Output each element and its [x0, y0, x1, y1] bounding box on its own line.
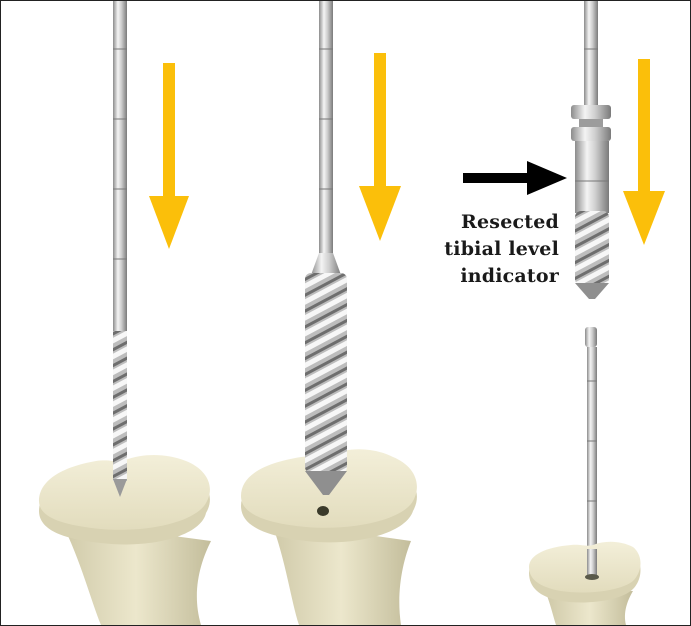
guide-pin-3: [585, 327, 597, 579]
drill-pin-1: [113, 1, 127, 497]
annotation-line-1: Resected: [401, 209, 559, 236]
arrow-down-icon-2: [359, 53, 401, 241]
step-drill-2: [305, 1, 347, 495]
drill-shaft-upper-3: [584, 1, 598, 105]
tibia-bone-3: [529, 542, 641, 625]
level-indicator-3: [571, 105, 611, 299]
annotation-line-3: indicator: [401, 263, 559, 290]
indicator-annotation: Resected tibial level indicator: [401, 209, 559, 290]
step2-step-drill-group: [241, 1, 417, 625]
arrow-down-icon-3: [623, 59, 665, 245]
annotation-line-2: tibial level: [401, 236, 559, 263]
arrow-down-icon-1: [149, 63, 189, 249]
step3-indicator-group: [463, 1, 665, 625]
step1-drill-pin-group: [39, 1, 211, 625]
arrow-right-icon: [463, 161, 567, 195]
